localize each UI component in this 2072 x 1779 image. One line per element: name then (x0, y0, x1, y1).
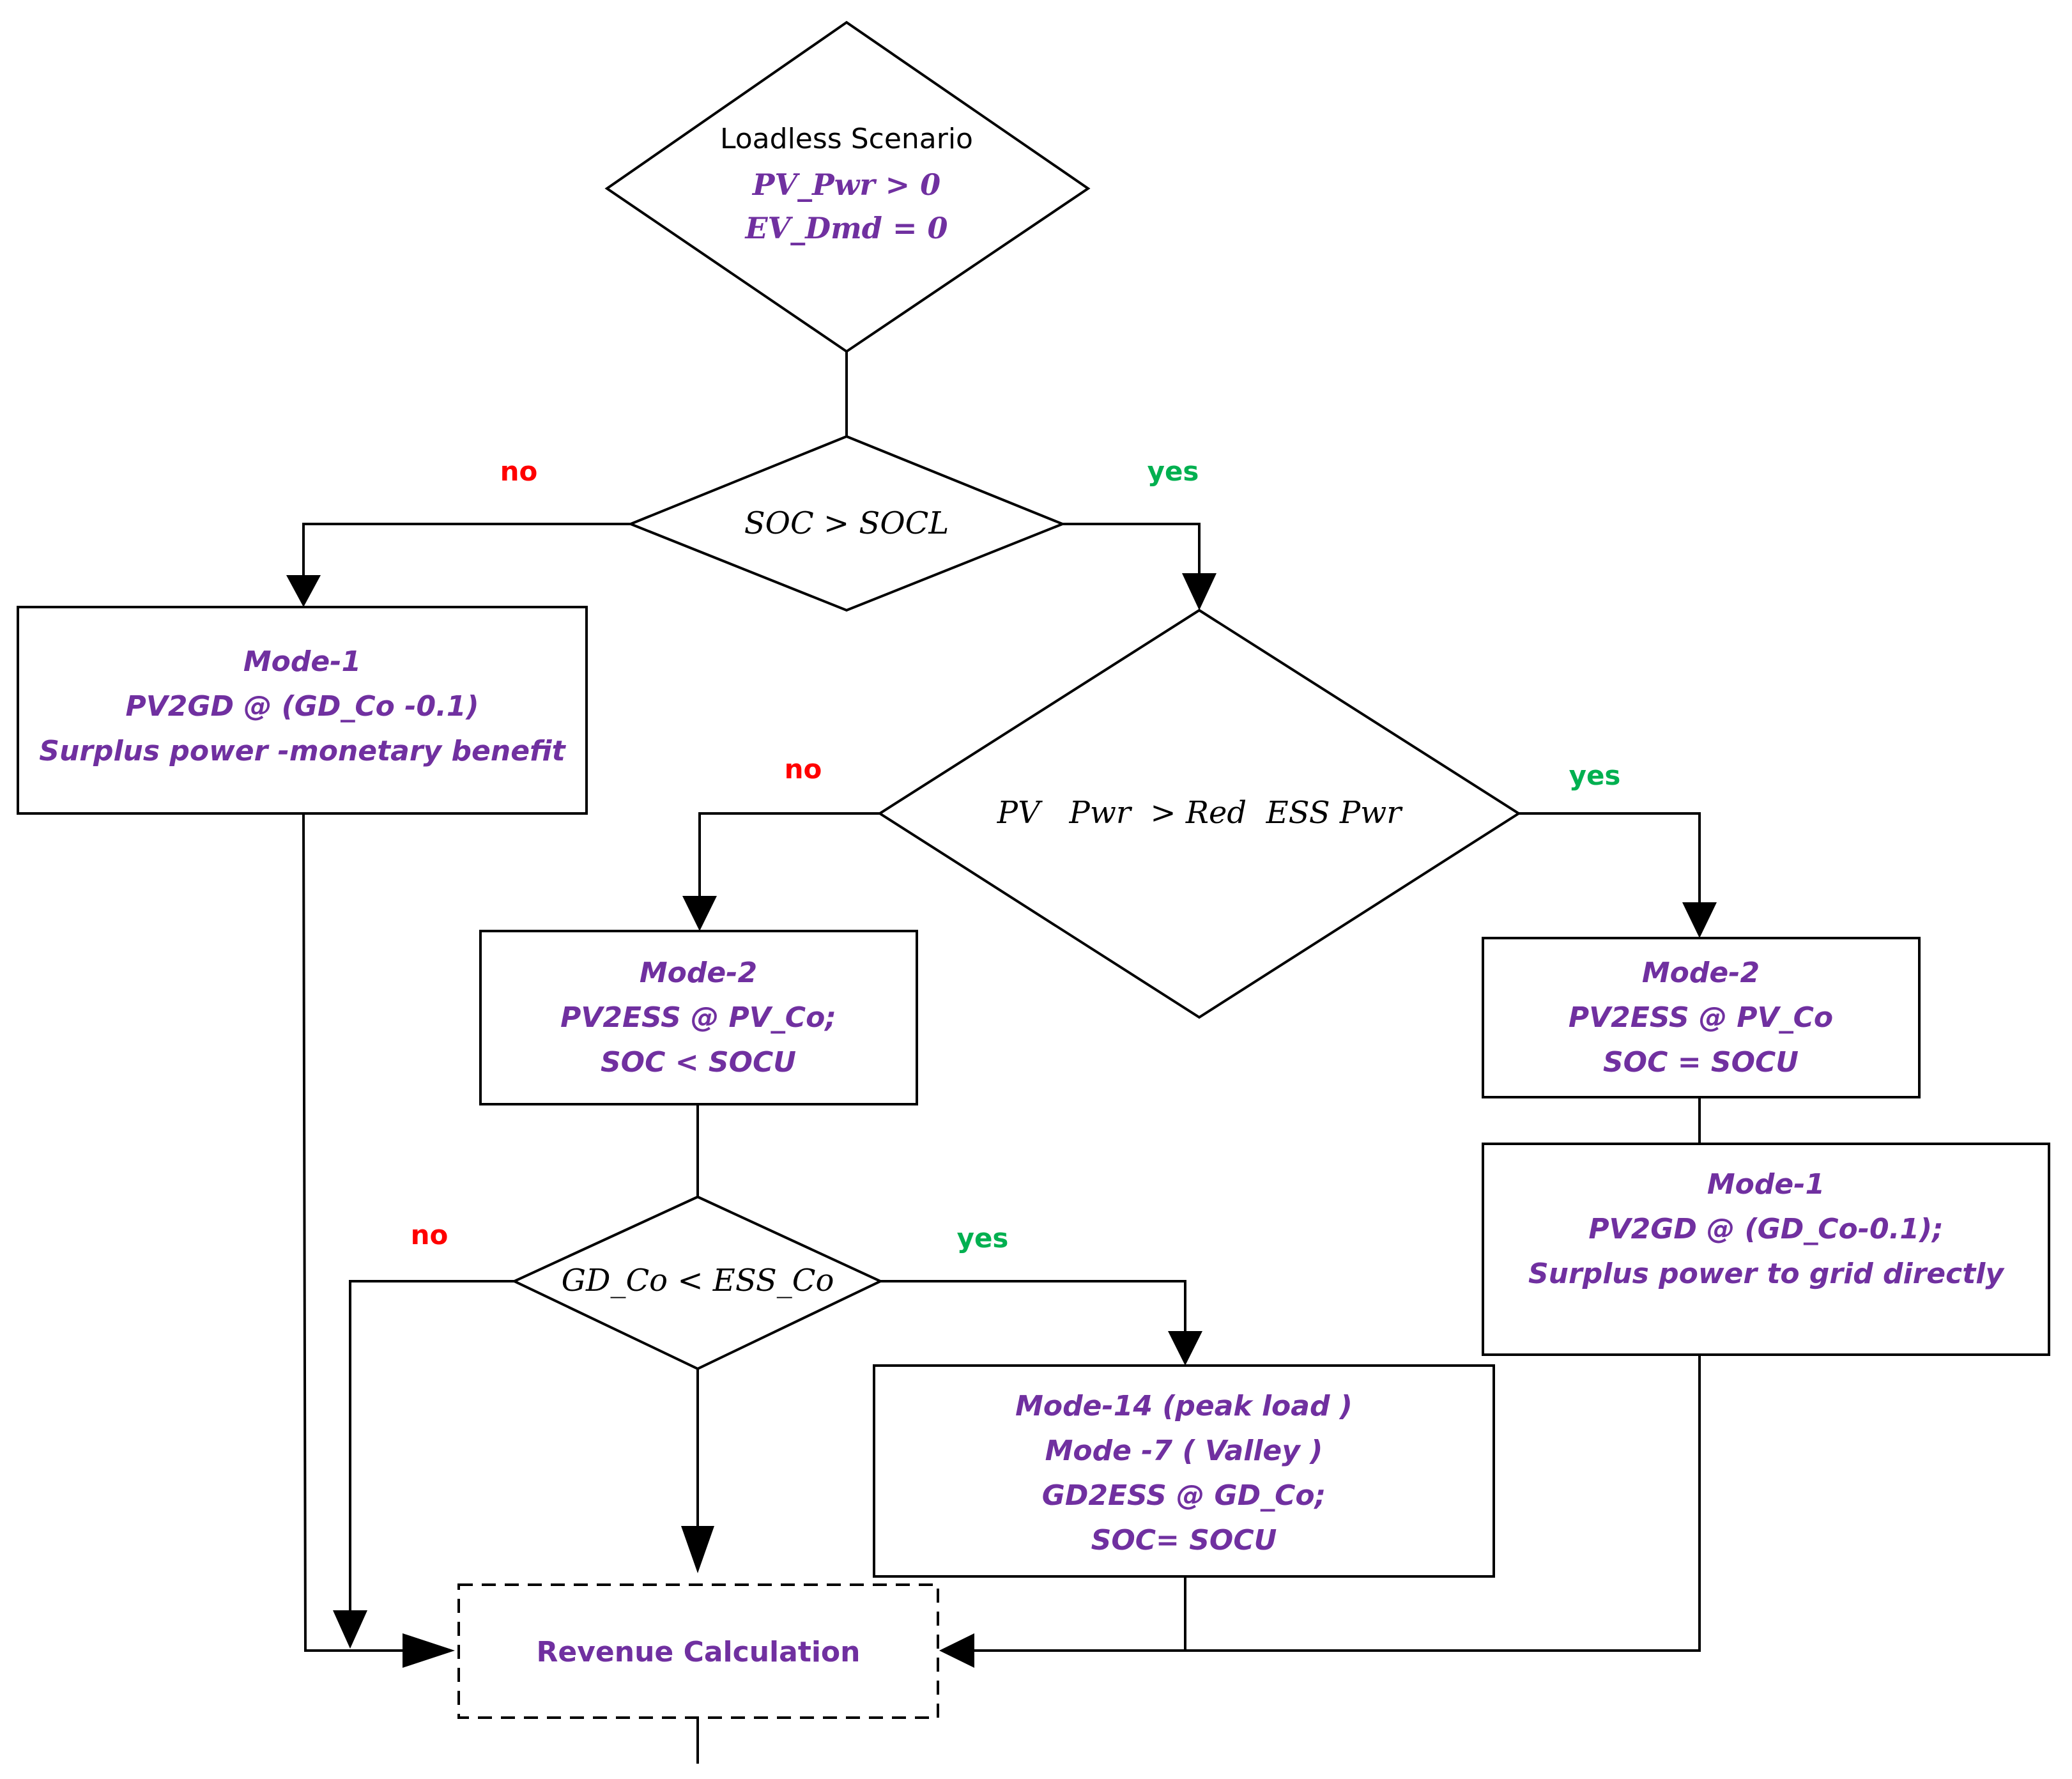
mode1-left-line1: Mode-1 (243, 645, 361, 678)
soc-yes-label: yes (1147, 456, 1199, 487)
start-condition-pv: PV_Pwr > 0 (751, 167, 940, 202)
mode2-right-line2: PV2ESS @ PV_Co (1569, 1001, 1833, 1034)
gd-no-label: no (411, 1219, 449, 1251)
start-condition-ev: EV_Dmd = 0 (744, 211, 948, 245)
pv-decision-diamond (877, 608, 1521, 1019)
mode2-mid-line1: Mode-2 (640, 957, 757, 989)
mode2-right-line3: SOC = SOCU (1603, 1046, 1799, 1079)
arrow-to-mode2-right (1682, 902, 1717, 938)
mode1-right-line3: Surplus power to grid directly (1528, 1258, 2005, 1290)
gd-yes-line (880, 1280, 1186, 1332)
mode1-right-line1: Mode-1 (1707, 1168, 1825, 1201)
mode14-line1: Mode-14 (peak load ) (1015, 1390, 1353, 1422)
revenue-text: Revenue Calculation (537, 1636, 861, 1668)
arrow-gd-no-down (333, 1610, 367, 1649)
soc-decision-diamond (627, 435, 1066, 612)
mode2-mid-line2: PV2ESS @ PV_Co; (560, 1001, 836, 1034)
mode2-right-line1: Mode-2 (1642, 957, 1760, 989)
mode14-line2: Mode -7 ( Valley ) (1045, 1435, 1323, 1467)
mode1-left-box (17, 606, 588, 815)
soc-yes-line (1063, 523, 1201, 575)
start-title: Loadless Scenario (720, 123, 973, 155)
mode2-mid-line3: SOC < SOCU (601, 1046, 796, 1079)
soc-no-label: no (500, 456, 538, 487)
mode1-right-line2: PV2GD @ (GD_Co-0.1); (1588, 1213, 1943, 1245)
pv-no-line (698, 812, 880, 898)
soc-no-line (302, 523, 631, 578)
mode14-box (873, 1364, 1495, 1578)
soc-decision-text: SOC > SOCL (744, 505, 949, 541)
mode1-left-line3: Surplus power -monetary benefit (39, 735, 566, 767)
mode1-left-line2: PV2GD @ (GD_Co -0.1) (125, 690, 479, 723)
arrow-gd-down (681, 1526, 714, 1573)
pv-decision-text: PV Pwr > Red ESS Pwr (997, 795, 1403, 831)
arrow-to-mode2-mid (682, 896, 717, 931)
mode1-right-down-line (974, 1355, 1701, 1652)
pv-yes-label: yes (1569, 760, 1621, 791)
gd-no-line (349, 1280, 514, 1613)
pv-no-label: no (785, 753, 822, 785)
mode2-mid-box (479, 930, 918, 1105)
mode14-line4: SOC= SOCU (1091, 1524, 1277, 1557)
mode1-left-down-line (302, 813, 409, 1652)
arrow-to-mode14 (1168, 1331, 1202, 1366)
mode14-line3: GD2ESS @ GD_Co; (1042, 1479, 1326, 1512)
mode2-right-box (1482, 937, 1921, 1098)
arrow-into-revenue-right (939, 1633, 974, 1668)
pv-yes-line (1519, 812, 1701, 904)
arrow-to-pv-decision (1182, 573, 1216, 610)
gd-decision-text: GD_Co < ESS_Co (562, 1263, 834, 1298)
mode1-right-box (1482, 1143, 2050, 1356)
gd-yes-label: yes (957, 1222, 1009, 1254)
arrow-into-revenue-left (403, 1633, 455, 1668)
arrow-to-mode1-left (286, 575, 321, 607)
